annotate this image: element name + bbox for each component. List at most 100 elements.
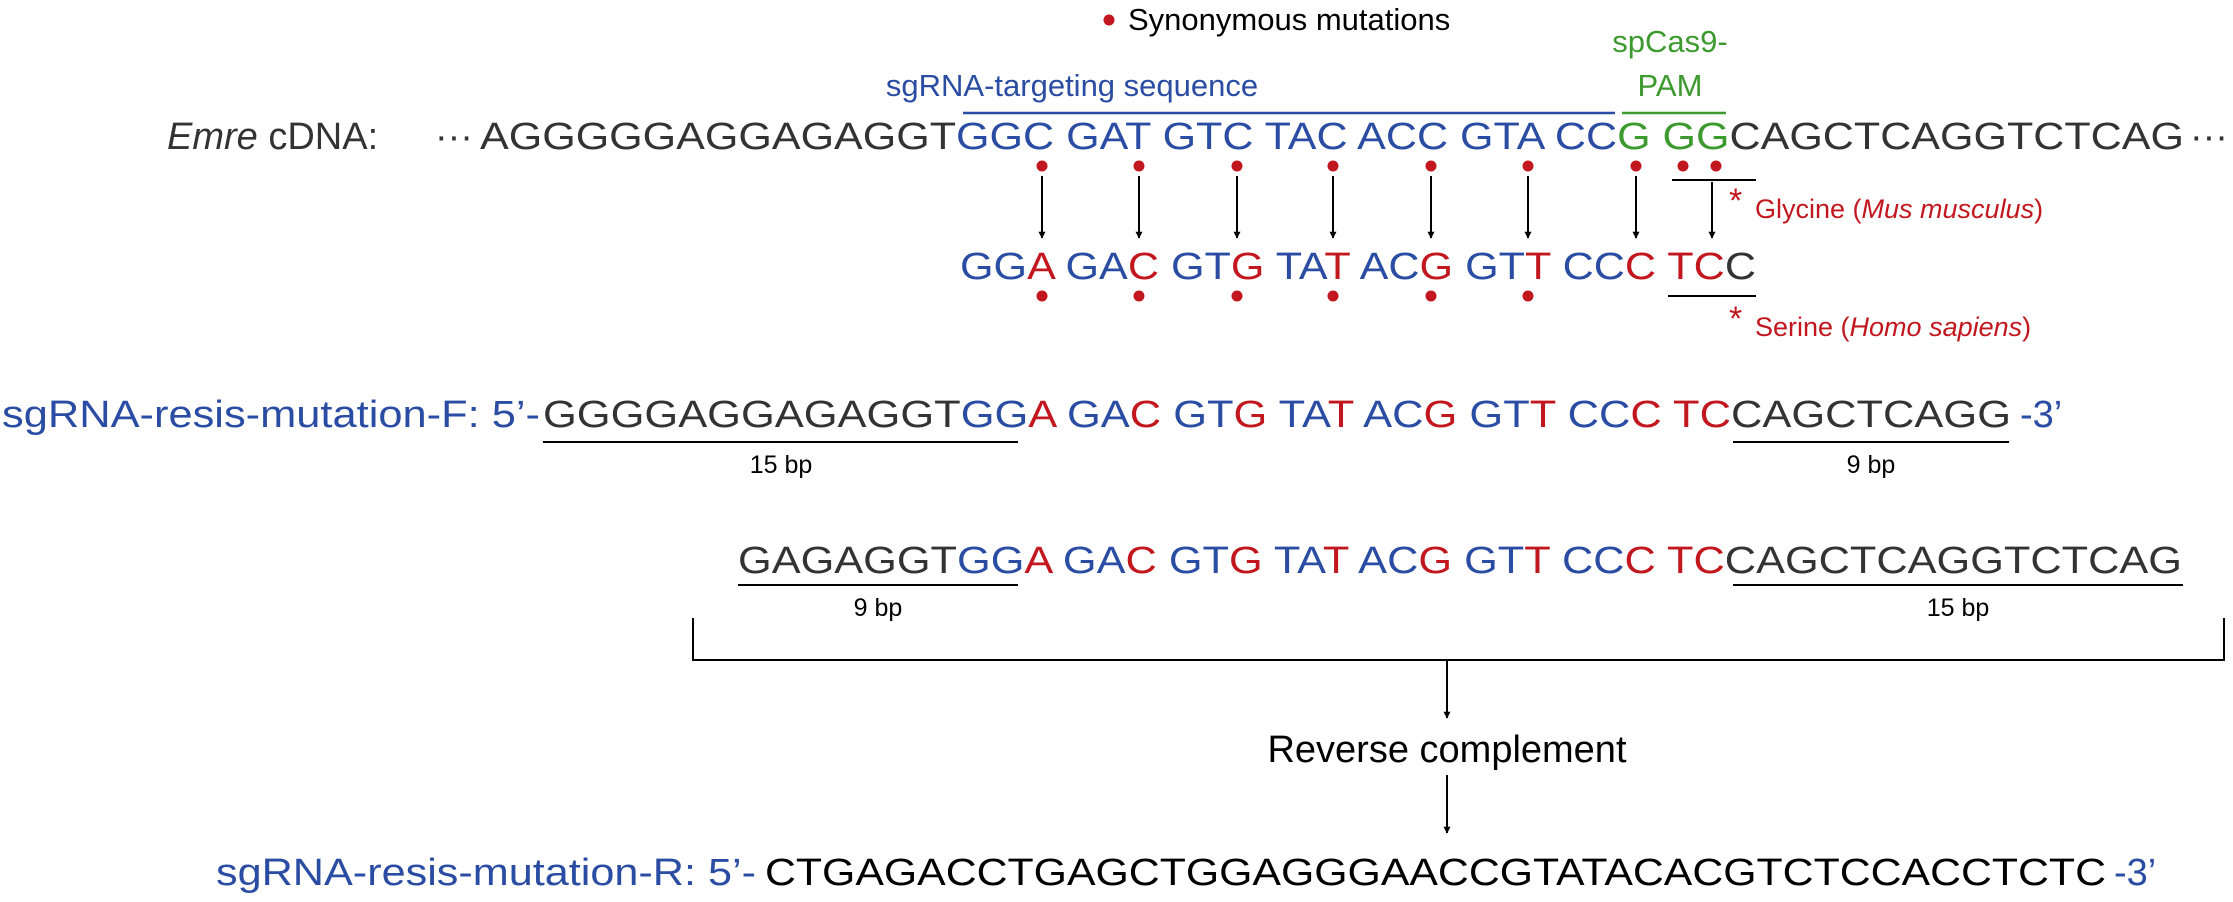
sequence-segment: GT (1453, 246, 1525, 288)
mutation-dot (1036, 160, 1048, 172)
mutation-dot (1231, 160, 1243, 172)
sequence-segment: G (1420, 246, 1454, 288)
sequence-segment: CAGCTCAGGTCTCAG (1725, 540, 2182, 582)
sequence-segment: G (1231, 246, 1265, 288)
sequence-segment: GA (1055, 394, 1131, 436)
mutation-dot (1522, 160, 1534, 172)
mutation-dot (1036, 290, 1048, 302)
sequence-segment: GG (960, 246, 1027, 288)
pam-label-line1: spCas9- (1612, 24, 1727, 59)
serine-close: ) (2022, 312, 2031, 342)
sequence-segment: TC (1656, 246, 1725, 288)
sequence-segment: GGC GAT GTC TAC ACC GTA CC (956, 116, 1617, 158)
sequence-segment: GAGAGGT (738, 540, 957, 582)
sequence-segment: CTGAGACCTGAGCTGGAGGGAACCGTATACACGTCTCCAC… (765, 852, 2106, 894)
sequence-segment: CC (1551, 246, 1625, 288)
sequence-segment: T (1328, 394, 1354, 436)
emre-label: Emre cDNA: (167, 116, 378, 158)
sequence-segment: A (1028, 394, 1058, 436)
sequence-segment: TC (1662, 394, 1731, 436)
sequence-segment: AGGGGGAGGAGAGGT (480, 116, 956, 158)
sequence-segment: AC (1350, 246, 1420, 288)
sequence-segment: GT (1452, 540, 1524, 582)
emre-cdna-word: cDNA: (258, 116, 378, 158)
sequence-segment: A (1027, 246, 1057, 288)
mutation-dot (1133, 160, 1145, 172)
glycine-asterisk: * (1729, 182, 1742, 220)
mutation-dot (1630, 160, 1642, 172)
middle-15bp-label: 15 bp (1927, 594, 1990, 622)
sequence-segment: C (1625, 540, 1656, 582)
ellipsis-right: ··· (2190, 116, 2228, 158)
sequence-segment: CC (1550, 540, 1625, 582)
sequence-segment: GA (1051, 540, 1126, 582)
legend-label: Synonymous mutations (1128, 2, 1450, 37)
sequence-segment: A (1024, 540, 1054, 582)
mutation-dot (1710, 160, 1722, 172)
forward-primer-3prime: -3’ (2020, 394, 2062, 436)
sequence-segment: G (1229, 540, 1263, 582)
sequence-segment: GA (1054, 246, 1129, 288)
ellipsis-left: ··· (435, 116, 473, 158)
sequence-segment: C (1128, 246, 1159, 288)
mutation-dot (1522, 290, 1534, 302)
legend-dot-icon (1103, 14, 1115, 26)
sequence-segment: G GG (1617, 116, 1729, 158)
serine-label: Serine (Homo sapiens) (1755, 312, 2031, 342)
mutation-dot (1677, 160, 1689, 172)
sequence-segment: G (1418, 540, 1452, 582)
reverse-primer-label: sgRNA-resis-mutation-R: 5’- (216, 852, 756, 894)
sequence-segment: GG (957, 540, 1024, 582)
mutation-dot (1425, 160, 1437, 172)
glycine-species: Mus musculus (1862, 194, 2035, 224)
sequence-segment: G (1424, 394, 1458, 436)
target-sequence-label: sgRNA-targeting sequence (886, 68, 1258, 103)
sequence-segment: TA (1264, 246, 1328, 288)
sequence-segment: T (1524, 540, 1550, 582)
sequence-segment: TC (1656, 540, 1725, 582)
sequence-segment: CAGCTCAGGTCTCAG (1730, 116, 2184, 158)
emre-gene-name: Emre (167, 116, 258, 158)
mutation-dot (1133, 290, 1145, 302)
reverse-primer-3prime: -3’ (2114, 852, 2156, 894)
sequence-segment: GT (1161, 394, 1233, 436)
bracket (692, 618, 2225, 661)
glycine-text: Glycine ( (1755, 194, 1862, 224)
sequence-segment: AC (1353, 394, 1423, 436)
glycine-close: ) (2034, 194, 2043, 224)
sequence-segment: CAGCTCAGG (1731, 394, 2011, 436)
sequence-segment: GG (961, 394, 1029, 436)
sequence-segment: G (1234, 394, 1268, 436)
sequence-segment: C (1630, 394, 1661, 436)
sequence-segment: T (1530, 394, 1556, 436)
sequence-segment: GT (1157, 540, 1229, 582)
sequence-segment: GGGGAGGAGAGGT (543, 394, 961, 436)
pam-label-line2: PAM (1638, 68, 1703, 103)
sequence-segment: T (1324, 246, 1350, 288)
sequence-segment: TA (1267, 394, 1331, 436)
mutation-dot (1231, 290, 1243, 302)
sequence-segment: AC (1349, 540, 1419, 582)
sequence-segment: TA (1263, 540, 1327, 582)
serine-species: Homo sapiens (1850, 312, 2023, 342)
serine-text: Serine ( (1755, 312, 1850, 342)
mutation-dot (1327, 290, 1339, 302)
sequence-segment: C (1625, 246, 1656, 288)
sequence-segment: GT (1159, 246, 1231, 288)
sequence-segment: C (1725, 246, 1756, 288)
forward-9bp-label: 9 bp (1847, 451, 1896, 479)
forward-15bp-label: 15 bp (750, 451, 813, 479)
sequence-segment: C (1130, 394, 1161, 436)
serine-asterisk: * (1729, 300, 1742, 338)
reverse-primer-sequence: CTGAGACCTGAGCTGGAGGGAACCGTATACACGTCTCCAC… (765, 852, 2106, 894)
sequence-segment: CC (1556, 394, 1631, 436)
forward-primer-label: sgRNA-resis-mutation-F: 5’- (2, 394, 540, 436)
sequence-segment: T (1525, 246, 1551, 288)
sequence-segment: C (1126, 540, 1157, 582)
sequence-segment: T (1323, 540, 1349, 582)
